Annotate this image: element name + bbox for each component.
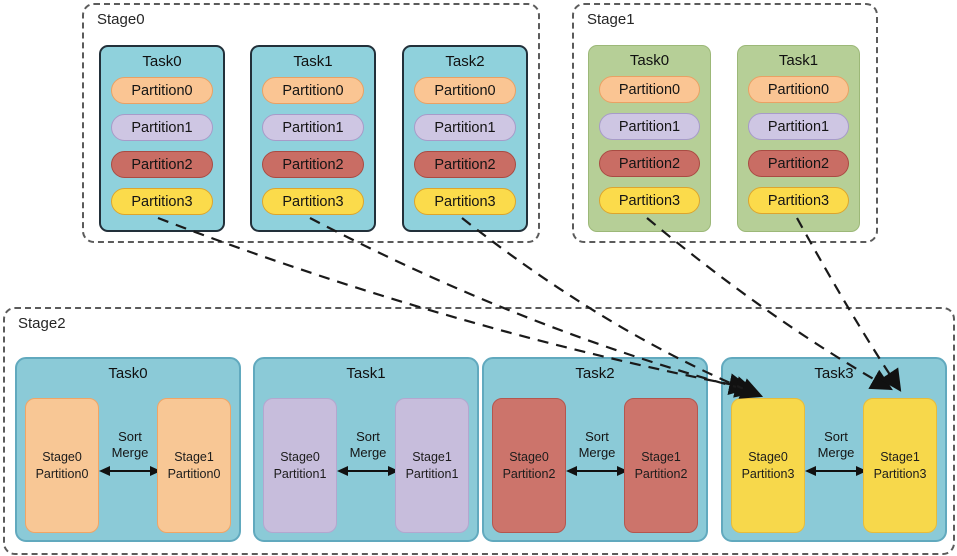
task-title: Task1 [346, 365, 386, 382]
partition-pill: Partition1 [111, 114, 213, 141]
partition-pill: Partition2 [111, 151, 213, 178]
task-title: Task3 [814, 365, 854, 382]
sort-merge-label: Sort Merge [99, 429, 161, 477]
partition-box-line: Partition3 [873, 466, 927, 481]
partition-list: Partition0 Partition1 Partition2 Partiti… [748, 76, 849, 214]
partition-list: Partition0 Partition1 Partition2 Partiti… [414, 77, 516, 215]
sort-merge-line: Sort [585, 429, 609, 444]
sort-merge-label: Sort Merge [566, 429, 628, 477]
partition-pill: Partition3 [111, 188, 213, 215]
partition-pill: Partition0 [262, 77, 364, 104]
partition-pill: Partition3 [262, 188, 364, 215]
partition-pill: Partition2 [748, 150, 849, 177]
sort-merge-label: Sort Merge [805, 429, 867, 477]
stage2-label: Stage2 [18, 315, 66, 332]
partition-box-line: Stage1 [174, 450, 214, 465]
sort-merge-line: Sort [118, 429, 142, 444]
stage0-label: Stage0 [97, 11, 145, 28]
partition-box-line: Stage1 [412, 450, 452, 465]
stage0-group: Stage0 Task0 Partition0 Partition1 Parti… [82, 3, 540, 243]
partition-pill: Partition1 [262, 114, 364, 141]
stage1-task1: Task1 Partition0 Partition1 Partition2 P… [737, 45, 860, 232]
partition-box-line: Stage0 [509, 450, 549, 465]
task-title: Task0 [108, 365, 148, 382]
partition-box-line: Stage1 [641, 450, 681, 465]
partition-pill: Partition3 [599, 187, 700, 214]
stage0-partition-box: Stage0 Partition1 [263, 398, 337, 533]
sort-merge-line: Sort [356, 429, 380, 444]
partition-list: Partition0 Partition1 Partition2 Partiti… [262, 77, 364, 215]
stage0-partition-box: Stage0 Partition3 [731, 398, 805, 533]
stage1-partition-box: Stage1 Partition0 [157, 398, 231, 533]
partition-pill: Partition3 [748, 187, 849, 214]
partition-box-line: Stage0 [748, 450, 788, 465]
stage1-partition-box: Stage1 Partition2 [624, 398, 698, 533]
task-title: Task2 [575, 365, 615, 382]
partition-list: Partition0 Partition1 Partition2 Partiti… [599, 76, 700, 214]
partition-pill: Partition1 [748, 113, 849, 140]
sort-merge-line: Merge [111, 444, 149, 460]
sort-merge-line: Merge [349, 444, 387, 460]
task-title: Task2 [445, 53, 485, 70]
stage0-partition-box: Stage0 Partition0 [25, 398, 99, 533]
stage2-group: Stage2 Task0 Stage0 Partition0 Sort Merg… [3, 307, 955, 555]
stage2-task1: Task1 Stage0 Partition1 Sort Merge Stage… [253, 357, 479, 542]
partition-box-line: Partition2 [502, 466, 556, 481]
partition-pill: Partition0 [599, 76, 700, 103]
partition-box-line: Stage0 [42, 450, 82, 465]
partition-pill: Partition1 [414, 114, 516, 141]
stage1-task0: Task0 Partition0 Partition1 Partition2 P… [588, 45, 711, 232]
partition-pill: Partition2 [599, 150, 700, 177]
partition-box-line: Partition0 [167, 466, 221, 481]
task-title: Task1 [778, 52, 819, 69]
task-title: Task0 [142, 53, 182, 70]
partition-pill: Partition0 [748, 76, 849, 103]
task-title: Task1 [293, 53, 333, 70]
double-arrow-icon [566, 465, 628, 476]
stage1-partition-box: Stage1 Partition3 [863, 398, 937, 533]
partition-box-line: Stage1 [880, 450, 920, 465]
sort-merge-line: Sort [824, 429, 848, 444]
partition-box-line: Partition2 [634, 466, 688, 481]
stage1-group: Stage1 Task0 Partition0 Partition1 Parti… [572, 3, 878, 243]
sort-merge-line: Merge [578, 444, 616, 460]
stage2-task2: Task2 Stage0 Partition2 Sort Merge Stage… [482, 357, 708, 542]
partition-pill: Partition0 [414, 77, 516, 104]
double-arrow-icon [337, 465, 399, 476]
stage2-task0: Task0 Stage0 Partition0 Sort Merge Stage… [15, 357, 241, 542]
partition-box-line: Partition3 [741, 466, 795, 481]
partition-pill: Partition0 [111, 77, 213, 104]
task-title: Task0 [629, 52, 670, 69]
stage0-task2: Task2 Partition0 Partition1 Partition2 P… [402, 45, 528, 232]
stage0-partition-box: Stage0 Partition2 [492, 398, 566, 533]
partition-pill: Partition3 [414, 188, 516, 215]
partition-list: Partition0 Partition1 Partition2 Partiti… [111, 77, 213, 215]
partition-box-line: Stage0 [280, 450, 320, 465]
stage1-partition-box: Stage1 Partition1 [395, 398, 469, 533]
sort-merge-label: Sort Merge [337, 429, 399, 477]
partition-box-line: Partition1 [405, 466, 459, 481]
double-arrow-icon [99, 465, 161, 476]
stage0-task1: Task1 Partition0 Partition1 Partition2 P… [250, 45, 376, 232]
partition-pill: Partition2 [414, 151, 516, 178]
stage1-label: Stage1 [587, 11, 635, 28]
sort-merge-line: Merge [817, 444, 855, 460]
partition-pill: Partition1 [599, 113, 700, 140]
stage2-task3: Task3 Stage0 Partition3 Sort Merge Stage… [721, 357, 947, 542]
partition-pill: Partition2 [262, 151, 364, 178]
double-arrow-icon [805, 465, 867, 476]
partition-box-line: Partition0 [35, 466, 89, 481]
partition-box-line: Partition1 [273, 466, 327, 481]
stage0-task0: Task0 Partition0 Partition1 Partition2 P… [99, 45, 225, 232]
